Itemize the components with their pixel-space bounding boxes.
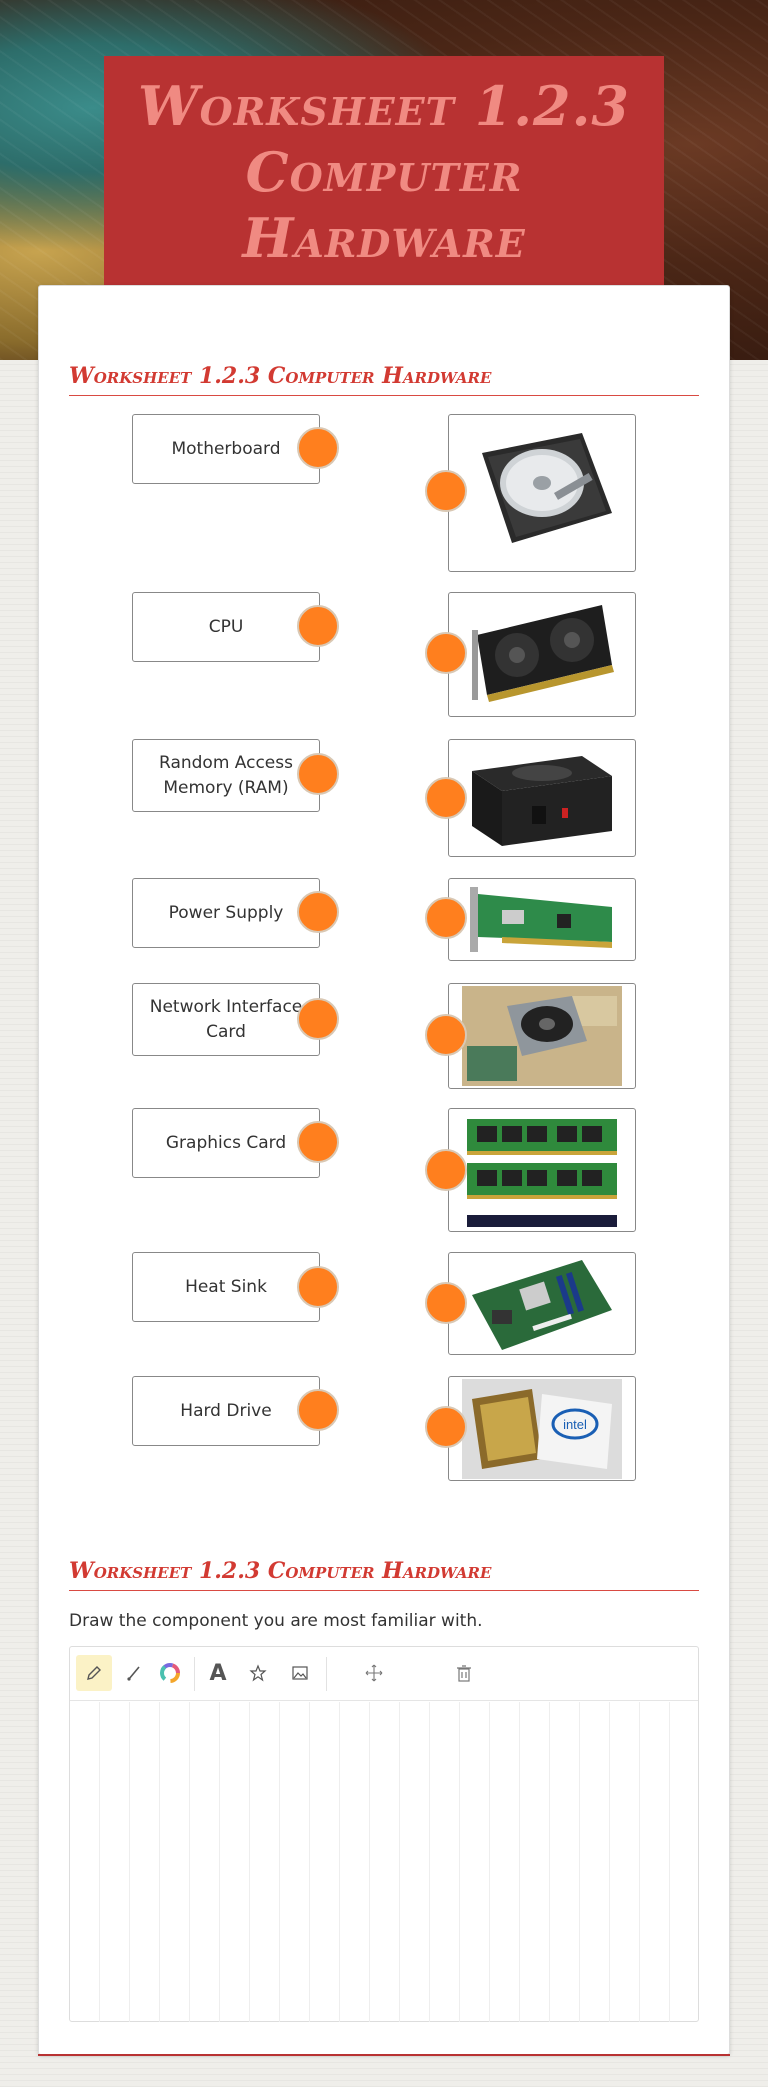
connector-dot-right[interactable] bbox=[425, 1014, 467, 1056]
star-icon[interactable] bbox=[240, 1655, 276, 1691]
connector-dot-right[interactable] bbox=[425, 1149, 467, 1191]
graphics-card-image[interactable] bbox=[448, 592, 636, 717]
toolbar-divider bbox=[326, 1657, 327, 1691]
term-ram[interactable]: Random Access Memory (RAM) bbox=[132, 739, 320, 812]
page-title: Worksheet 1.2.3 Computer Hardware bbox=[137, 74, 631, 270]
connector-dot-right[interactable] bbox=[425, 632, 467, 674]
connector-dot-left[interactable] bbox=[297, 1266, 339, 1308]
card-bottom-border bbox=[38, 2054, 730, 2056]
connector-dot-left[interactable] bbox=[297, 753, 339, 795]
move-icon[interactable] bbox=[356, 1655, 392, 1691]
term-power-supply[interactable]: Power Supply bbox=[132, 878, 320, 948]
text-icon[interactable]: A bbox=[209, 1660, 227, 1686]
toolbar-divider bbox=[194, 1657, 195, 1691]
cpu-image[interactable]: intel bbox=[448, 1376, 636, 1481]
trash-icon[interactable] bbox=[446, 1655, 482, 1691]
hard-drive-image[interactable] bbox=[448, 414, 636, 572]
term-network-interface-card[interactable]: Network Interface Card bbox=[132, 983, 320, 1056]
connector-dot-left[interactable] bbox=[297, 605, 339, 647]
image-icon[interactable] bbox=[282, 1655, 318, 1691]
term-hard-drive[interactable]: Hard Drive bbox=[132, 1376, 320, 1446]
drawing-section-title: Worksheet 1.2.3 Computer Hardware bbox=[69, 1558, 699, 1591]
matching-section-title: Worksheet 1.2.3 Computer Hardware bbox=[69, 363, 699, 396]
drawing-instruction: Draw the component you are most familiar… bbox=[69, 1611, 483, 1631]
connector-dot-right[interactable] bbox=[425, 1406, 467, 1448]
term-heat-sink[interactable]: Heat Sink bbox=[132, 1252, 320, 1322]
motherboard-image[interactable] bbox=[448, 1252, 636, 1355]
connector-dot-right[interactable] bbox=[425, 1282, 467, 1324]
connector-dot-left[interactable] bbox=[297, 998, 339, 1040]
connector-dot-left[interactable] bbox=[297, 891, 339, 933]
color-wheel-icon[interactable] bbox=[152, 1655, 188, 1691]
connector-dot-left[interactable] bbox=[297, 1121, 339, 1163]
pencil-icon[interactable] bbox=[76, 1655, 112, 1691]
worksheet-card: Worksheet 1.2.3 Computer Hardware Mother… bbox=[38, 285, 730, 2055]
power-supply-image[interactable] bbox=[448, 739, 636, 857]
term-cpu[interactable]: CPU bbox=[132, 592, 320, 662]
connector-dot-right[interactable] bbox=[425, 777, 467, 819]
network-card-image[interactable] bbox=[448, 878, 636, 961]
drawing-canvas[interactable] bbox=[70, 1702, 698, 2022]
brush-icon[interactable] bbox=[116, 1655, 152, 1691]
drawing-area[interactable]: A bbox=[69, 1646, 699, 2022]
drawing-toolbar: A bbox=[70, 1647, 698, 1701]
ram-image[interactable] bbox=[448, 1108, 636, 1232]
term-motherboard[interactable]: Motherboard bbox=[132, 414, 320, 484]
term-graphics-card[interactable]: Graphics Card bbox=[132, 1108, 320, 1178]
connector-dot-right[interactable] bbox=[425, 470, 467, 512]
connector-dot-right[interactable] bbox=[425, 897, 467, 939]
heat-sink-image[interactable] bbox=[448, 983, 636, 1089]
svg-text:intel: intel bbox=[563, 1417, 587, 1432]
connector-dot-left[interactable] bbox=[297, 1389, 339, 1431]
connector-dot-left[interactable] bbox=[297, 427, 339, 469]
title-banner: Worksheet 1.2.3 Computer Hardware bbox=[104, 56, 664, 288]
